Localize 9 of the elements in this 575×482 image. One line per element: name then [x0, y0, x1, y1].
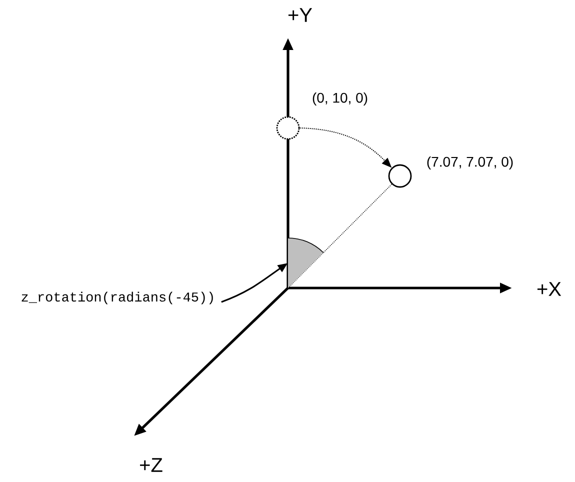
coordinate-label: (0, 10, 0): [312, 92, 368, 106]
angle-sector: [288, 238, 324, 288]
axis-label: +Y: [288, 8, 312, 22]
axis-label: +Z: [140, 458, 162, 472]
code-label: z_rotation(radians(-45)): [22, 292, 213, 304]
point-circle: [388, 164, 412, 188]
coordinate-label: (7.07, 7.07, 0): [427, 156, 513, 170]
point-circle: [276, 116, 300, 140]
axis-label: +X: [537, 282, 562, 296]
